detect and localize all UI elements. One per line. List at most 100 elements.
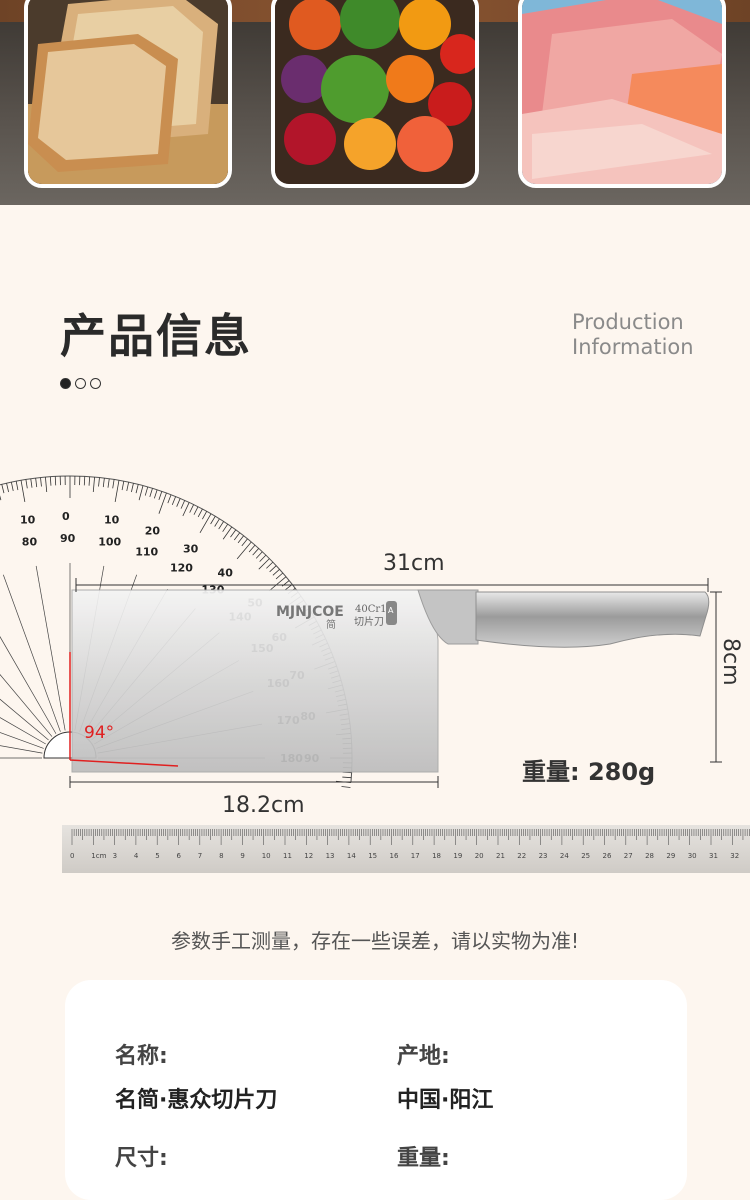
ruler-label: 28 — [645, 852, 654, 860]
blade-type-label: 切片刀 — [354, 615, 384, 628]
protractor-tick — [93, 477, 94, 492]
height-label: 8cm — [718, 638, 743, 686]
spec-item-origin: 产地: 中国·阳江 — [397, 1038, 493, 1114]
brand-logo-cn: 简 — [326, 618, 336, 631]
spec-key: 名称: — [115, 1038, 277, 1070]
spec-card: 名称: 名简·惠众切片刀 产地: 中国·阳江 尺寸: 重量: — [65, 980, 687, 1200]
ruler-label: 15 — [368, 852, 377, 860]
protractor-tick — [273, 569, 280, 575]
protractor-tick — [276, 573, 283, 579]
meat-photo — [518, 0, 726, 188]
ruler-label: 10 — [262, 852, 271, 860]
spec-key: 重量: — [397, 1140, 450, 1172]
protractor-tick — [145, 487, 147, 496]
total-length-label: 31cm — [383, 551, 445, 576]
section-subtitle-line2: Information — [572, 335, 694, 360]
ruler-label: 31 — [709, 852, 718, 860]
protractor-tick — [198, 509, 202, 517]
ruler-label: 19 — [453, 852, 462, 860]
protractor-tick — [256, 552, 262, 559]
ruler-label: 20 — [475, 852, 484, 860]
blade-badge: A — [388, 606, 394, 615]
ruler-label: 13 — [326, 852, 335, 860]
ruler-label: 9 — [240, 852, 244, 860]
ruler-label: 25 — [581, 852, 590, 860]
bread-photo — [24, 0, 232, 188]
ruler-label: 26 — [603, 852, 612, 860]
protractor-tick — [177, 498, 181, 506]
protractor-tick — [342, 777, 351, 778]
protractor-tick — [136, 484, 138, 493]
protractor-inner-label: 110 — [135, 545, 158, 558]
protractor-outer-label: 30 — [183, 542, 199, 555]
indicator-dot — [90, 378, 101, 389]
spec-key: 尺寸: — [115, 1140, 168, 1172]
protractor-tick — [113, 479, 114, 488]
ruler-label: 27 — [624, 852, 633, 860]
protractor-tick — [26, 479, 27, 488]
protractor-outer-label: 0 — [62, 510, 70, 523]
knife-handle — [476, 592, 709, 647]
ruler-label: 11 — [283, 852, 292, 860]
protractor-tick — [2, 484, 4, 493]
protractor-tick — [194, 507, 198, 515]
ruler-label: 5 — [155, 852, 159, 860]
ruler-label: 0 — [70, 852, 74, 860]
spec-value: 中国·阳江 — [397, 1082, 493, 1114]
protractor-tick — [168, 495, 171, 503]
brand-logo: MJNJCOE — [276, 604, 344, 620]
protractor-tick — [99, 478, 100, 487]
protractor-tick — [150, 488, 153, 497]
protractor-tick — [21, 480, 25, 502]
protractor-tick — [202, 511, 206, 519]
ruler-label: 3 — [113, 852, 117, 860]
protractor-tick — [211, 516, 216, 524]
protractor-tick — [31, 479, 32, 488]
ruler-label: 6 — [177, 852, 182, 860]
page-indicator — [60, 378, 101, 389]
protractor-inner-label: 100 — [98, 535, 121, 548]
vegetables-photo — [271, 0, 479, 188]
protractor-tick — [172, 497, 175, 505]
blade-length-label: 18.2cm — [222, 793, 305, 818]
protractor-tick — [103, 478, 104, 487]
knife-dimension-figure: 0901010020110301204013050140601507016080… — [0, 440, 750, 910]
protractor-outer-label: 20 — [145, 525, 161, 538]
protractor-tick — [260, 555, 266, 561]
protractor-tick — [200, 514, 211, 533]
ruler-label: 16 — [390, 852, 399, 860]
protractor-spoke — [0, 691, 44, 748]
protractor-tick — [154, 490, 157, 499]
ruler-label: 17 — [411, 852, 420, 860]
protractor-tick — [253, 548, 259, 555]
measurement-note: 参数手工测量，存在一些误差，请以实物为准! — [0, 925, 750, 954]
protractor-outer-label: 10 — [104, 514, 120, 527]
spec-item-weight: 重量: — [397, 1140, 450, 1172]
ruler-label: 32 — [730, 852, 739, 860]
spec-key: 产地: — [397, 1038, 493, 1070]
spec-item-size: 尺寸: — [115, 1140, 168, 1172]
protractor-tick — [11, 482, 13, 491]
ruler-label: 8 — [219, 852, 223, 860]
protractor-tick — [266, 562, 272, 568]
ruler-label: 24 — [560, 852, 569, 860]
protractor-tick — [230, 530, 235, 537]
protractor-tick — [181, 500, 185, 508]
section-subtitle: Production Information — [572, 310, 694, 360]
protractor-tick — [183, 502, 189, 516]
protractor-tick — [41, 478, 42, 487]
protractor-tick — [215, 519, 220, 527]
ruler-label: 18 — [432, 852, 441, 860]
protractor-tick — [190, 505, 194, 513]
angle-label: 94° — [84, 723, 114, 743]
protractor-tick — [238, 536, 244, 543]
protractor-outer-label: 10 — [20, 514, 36, 527]
protractor-tick — [0, 486, 1, 500]
ruler-label: 22 — [517, 852, 526, 860]
ruler-label: 12 — [304, 852, 313, 860]
protractor-tick — [242, 539, 248, 546]
protractor-tick — [237, 542, 251, 559]
ruler-label: 7 — [198, 852, 202, 860]
ruler-label: 21 — [496, 852, 505, 860]
protractor-tick — [45, 477, 46, 492]
